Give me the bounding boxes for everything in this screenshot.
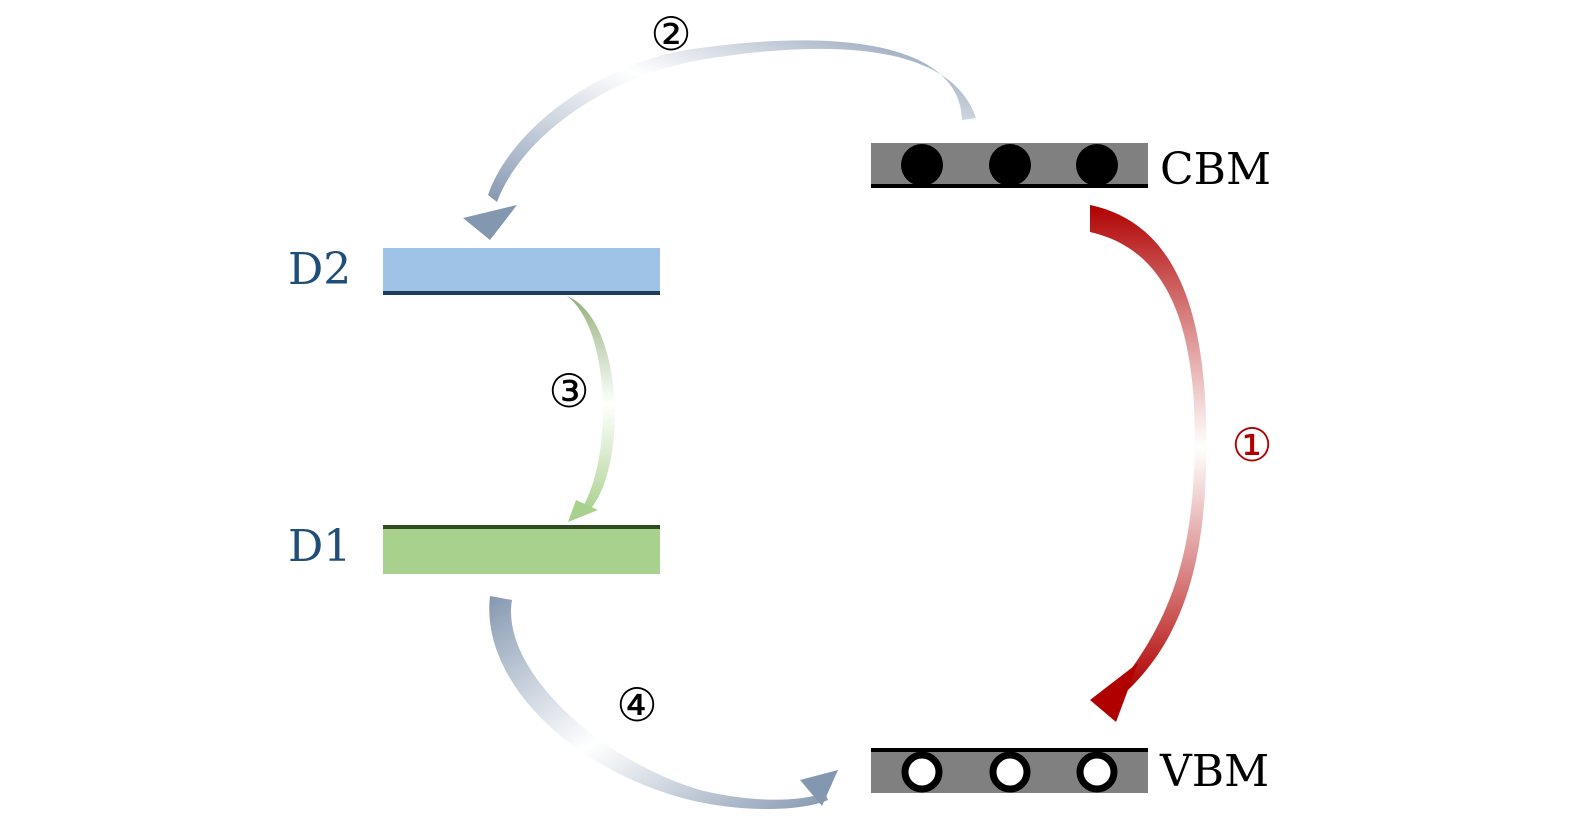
cbm-label: CBM — [1160, 144, 1271, 195]
electron-3 — [1076, 144, 1118, 186]
arrow-2-body — [488, 40, 976, 202]
vbm-label: VBM — [1159, 746, 1269, 797]
d2-label: D2 — [288, 244, 351, 295]
cbm-level: CBM — [871, 143, 1271, 195]
transition-marker-1: ① — [1231, 418, 1272, 472]
electron-2 — [989, 144, 1031, 186]
arrow-4-body — [489, 596, 828, 809]
transition-arrow-1 — [1090, 205, 1207, 722]
arrow-1-head — [1090, 663, 1138, 722]
d2-band — [383, 248, 660, 293]
transition-arrow-2 — [463, 40, 976, 240]
arrow-1-body — [1090, 205, 1207, 690]
hole-1 — [901, 751, 943, 793]
vbm-level: VBM — [871, 746, 1269, 797]
hole-2 — [989, 751, 1031, 793]
transition-marker-2: ② — [650, 7, 691, 61]
d1-band — [383, 527, 660, 574]
arrow-2-head — [463, 205, 517, 240]
arrow-3-head — [568, 500, 598, 522]
d1-level: D1 — [288, 521, 660, 574]
transition-marker-3: ③ — [548, 364, 589, 418]
electron-1 — [901, 144, 943, 186]
transition-arrow-4 — [489, 596, 838, 809]
d2-level: D2 — [288, 244, 660, 295]
d1-label: D1 — [288, 521, 351, 572]
arrow-4-head — [800, 770, 838, 806]
transition-marker-4: ④ — [616, 678, 657, 732]
transition-arrow-3 — [567, 296, 615, 522]
arrow-3-body — [567, 296, 615, 512]
hole-3 — [1076, 751, 1118, 793]
